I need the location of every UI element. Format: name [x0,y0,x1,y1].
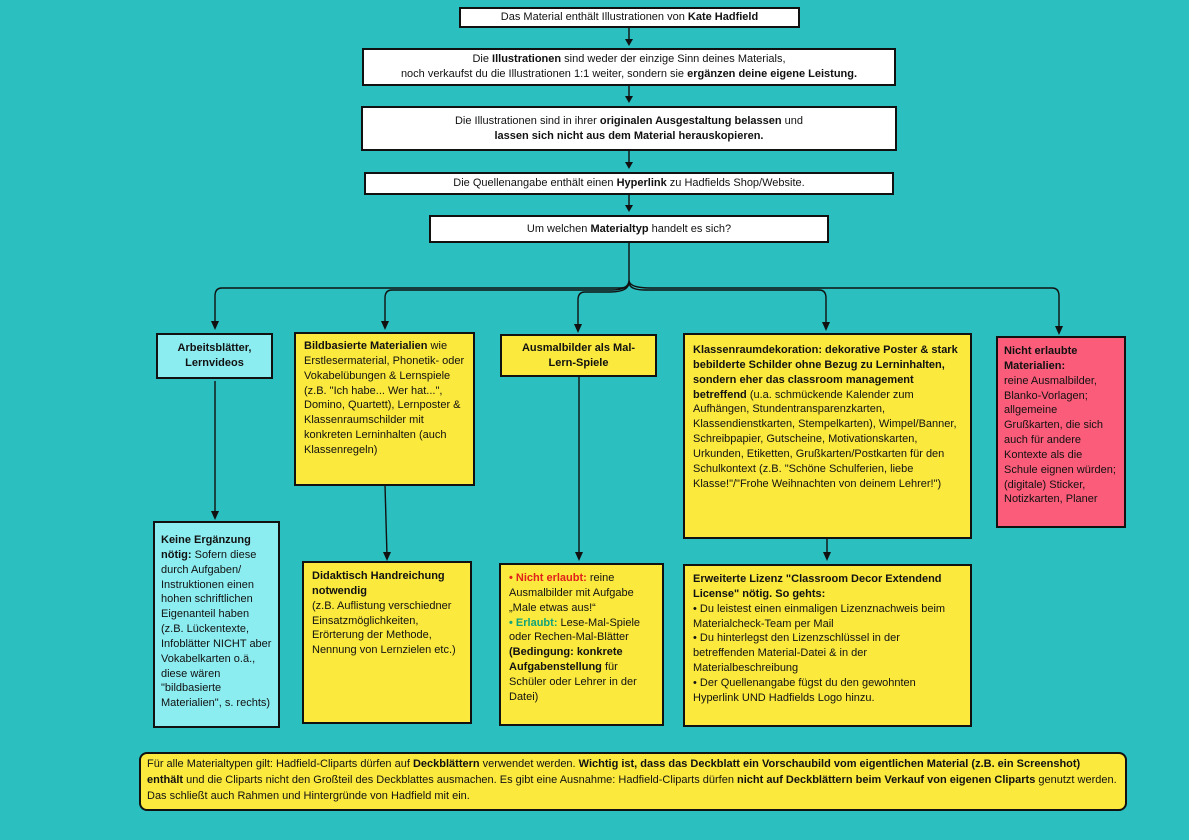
arrowhead [383,552,391,561]
arrowhead [211,511,219,520]
category-klassenraumdekoration: Klassenraumdekoration: dekorative Poster… [683,333,972,539]
category-ausmalbilder: Ausmalbilder als Mal-Lern-Spiele [500,334,657,377]
category-bildbasierte-materialien: Bildbasierte Materialien wie Erstleserma… [294,332,475,486]
arrowhead [625,96,633,103]
arrowhead [822,322,830,331]
category-nicht-erlaubt: Nicht erlaubte Materialien: reine Ausmal… [996,336,1126,528]
box-illustrationen-ergaenzen: Die Illustrationen sind weder der einzig… [362,48,896,86]
category-arbeitsblaetter: Arbeitsblätter, Lernvideos [156,333,273,379]
arrowhead [575,552,583,561]
arrowhead [381,321,389,330]
arrowhead [574,324,582,333]
result-didaktische-handreichung: Didaktisch Handreichung notwendig (z.B. … [302,561,472,724]
arrowhead [1055,326,1063,335]
arrowhead [625,162,633,169]
arrowhead [823,552,831,561]
box-quellenangabe-hyperlink: Die Quellenangabe enthält einen Hyperlin… [364,172,894,195]
arrowhead [211,321,219,330]
result-ausmal-regeln: • Nicht erlaubt: reine Ausmalbilder mit … [499,563,664,726]
box-materialtyp-frage: Um welchen Materialtyp handelt es sich? [429,215,829,243]
arrowhead [625,39,633,46]
arrowhead [625,205,633,212]
result-erweiterte-lizenz: Erweiterte Lizenz "Classroom Decor Exten… [683,564,972,727]
branch-lines [214,242,1060,330]
result-keine-ergaenzung: Keine Ergänzung nötig: Sofern diese durc… [153,521,280,728]
footer-note-deckblaetter: Für alle Materialtypen gilt: Hadfield-Cl… [139,752,1127,811]
arrow-bild-didaktisch [384,484,388,557]
box-illustrationen-kate-hadfield: Das Material enthält Illustrationen von … [459,7,800,28]
box-originale-ausgestaltung: Die Illustrationen sind in ihrer origina… [361,106,897,151]
